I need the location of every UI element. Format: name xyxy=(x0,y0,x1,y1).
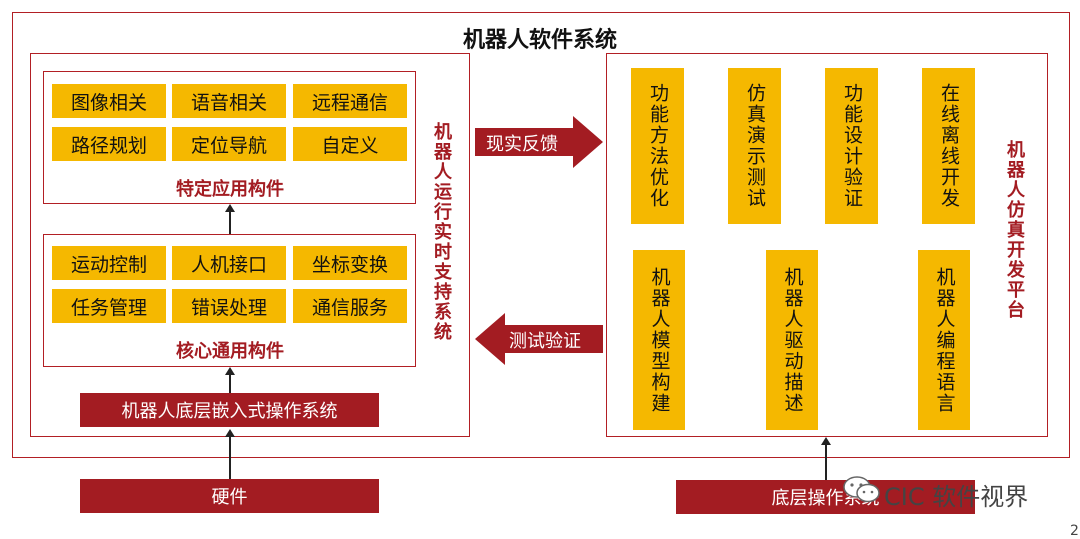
arrowhead xyxy=(821,437,831,445)
arrowhead xyxy=(225,204,235,212)
watermark-text: CIC 软件视界 xyxy=(884,483,1029,511)
wechat-icon xyxy=(843,476,880,503)
tile-image: 图像相关 xyxy=(52,84,166,118)
vtile-method-opt: 功能方法优化 xyxy=(631,68,684,224)
specific-components-box xyxy=(43,71,416,204)
feedback-arrow xyxy=(475,116,603,168)
page-number: 2 xyxy=(1070,523,1079,539)
tile-task-mgmt: 任务管理 xyxy=(52,289,166,323)
tile-custom: 自定义 xyxy=(293,127,407,161)
tile-motion-control: 运动控制 xyxy=(52,246,166,280)
sim-platform-frame xyxy=(606,53,1048,437)
test-arrow xyxy=(475,313,603,365)
tile-error-handling: 错误处理 xyxy=(172,289,286,323)
specific-components-label: 特定应用构件 xyxy=(176,179,284,200)
sim-platform-label: 机器人仿真开发平台 xyxy=(1004,140,1025,320)
core-components-box xyxy=(43,234,416,367)
vtile-online-offline: 在线离线开发 xyxy=(922,68,975,224)
tile-remote-comm: 远程通信 xyxy=(293,84,407,118)
vtile-prog-lang: 机器人编程语言 xyxy=(918,250,970,430)
vtile-model-build: 机器人模型构建 xyxy=(633,250,685,430)
tile-navigation: 定位导航 xyxy=(172,127,286,161)
runtime-system-label: 机器人运行实时支持系统 xyxy=(431,122,452,342)
arrowhead xyxy=(225,429,235,437)
vtile-sim-demo: 仿真演示测试 xyxy=(728,68,781,224)
embedded-os-bar: 机器人底层嵌入式操作系统 xyxy=(80,393,379,427)
core-components-label: 核心通用构件 xyxy=(176,341,284,362)
tile-coord-transform: 坐标变换 xyxy=(293,246,407,280)
runtime-frame xyxy=(30,53,470,437)
tile-hmi: 人机接口 xyxy=(172,246,286,280)
feedback-label: 现实反馈 xyxy=(486,134,558,155)
vtile-design-verify: 功能设计验证 xyxy=(825,68,878,224)
tile-path-planning: 路径规划 xyxy=(52,127,166,161)
hardware-bar: 硬件 xyxy=(80,479,379,513)
arrow-core-to-specific xyxy=(229,212,231,234)
arrow-os-to-sim xyxy=(825,445,827,480)
outer-frame xyxy=(12,12,1070,458)
tile-comm-service: 通信服务 xyxy=(293,289,407,323)
arrowhead xyxy=(225,367,235,375)
diagram-title: 机器人软件系统 xyxy=(462,28,617,53)
tile-voice: 语音相关 xyxy=(172,84,286,118)
vtile-driver-desc: 机器人驱动描述 xyxy=(766,250,818,430)
arrow-hardware-to-os xyxy=(229,437,231,479)
arrow-os-to-core xyxy=(229,375,231,394)
test-label: 测试验证 xyxy=(509,331,581,352)
